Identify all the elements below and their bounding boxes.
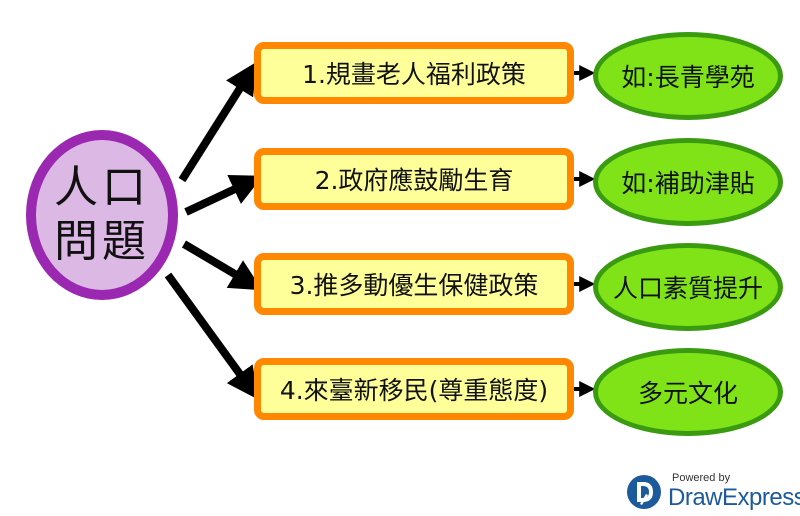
arrow-hub-to-policy-2 xyxy=(184,174,264,216)
outcome-label-4: 多元文化 xyxy=(637,379,738,408)
outcome-node-1: 如:長青學苑 xyxy=(593,32,783,120)
arrow-hub-to-policy-3 xyxy=(181,240,263,291)
arrow-hub-to-policy-4 xyxy=(164,272,259,400)
hub-label-line-1: 人口 xyxy=(54,162,150,213)
hub-label-line-2: 問題 xyxy=(54,216,150,267)
outcome-node-2: 如:補助津貼 xyxy=(593,138,783,226)
drawexpress-branding: Powered by DrawExpress xyxy=(624,470,800,514)
policy-node-1: 1.規畫老人福利政策 xyxy=(254,42,574,104)
outcome-label-2: 如:補助津貼 xyxy=(621,169,755,198)
outcome-label-3: 人口素質提升 xyxy=(612,274,763,303)
hub-node-population-problem: 人口 問題 xyxy=(26,130,178,300)
outcome-label-1: 如:長青學苑 xyxy=(621,63,755,92)
drawexpress-wordmark: DrawExpress xyxy=(668,484,800,511)
policy-label-4: 4.來臺新移民(尊重態度) xyxy=(279,376,549,405)
outcome-node-4: 多元文化 xyxy=(593,348,783,436)
arrow-hub-to-policy-1 xyxy=(178,61,257,183)
policy-label-1: 1.規畫老人福利政策 xyxy=(302,60,526,89)
outcome-node-3: 人口素質提升 xyxy=(593,243,783,331)
drawexpress-logo-icon xyxy=(627,475,661,509)
policy-node-2: 2.政府應鼓勵生育 xyxy=(254,148,574,210)
policy-label-2: 2.政府應鼓勵生育 xyxy=(314,166,514,195)
policy-label-3: 3.推多動優生保健政策 xyxy=(289,271,539,300)
policy-node-3: 3.推多動優生保健政策 xyxy=(254,253,574,315)
powered-by-label: Powered by xyxy=(672,472,731,484)
policy-node-4: 4.來臺新移民(尊重態度) xyxy=(254,358,574,420)
